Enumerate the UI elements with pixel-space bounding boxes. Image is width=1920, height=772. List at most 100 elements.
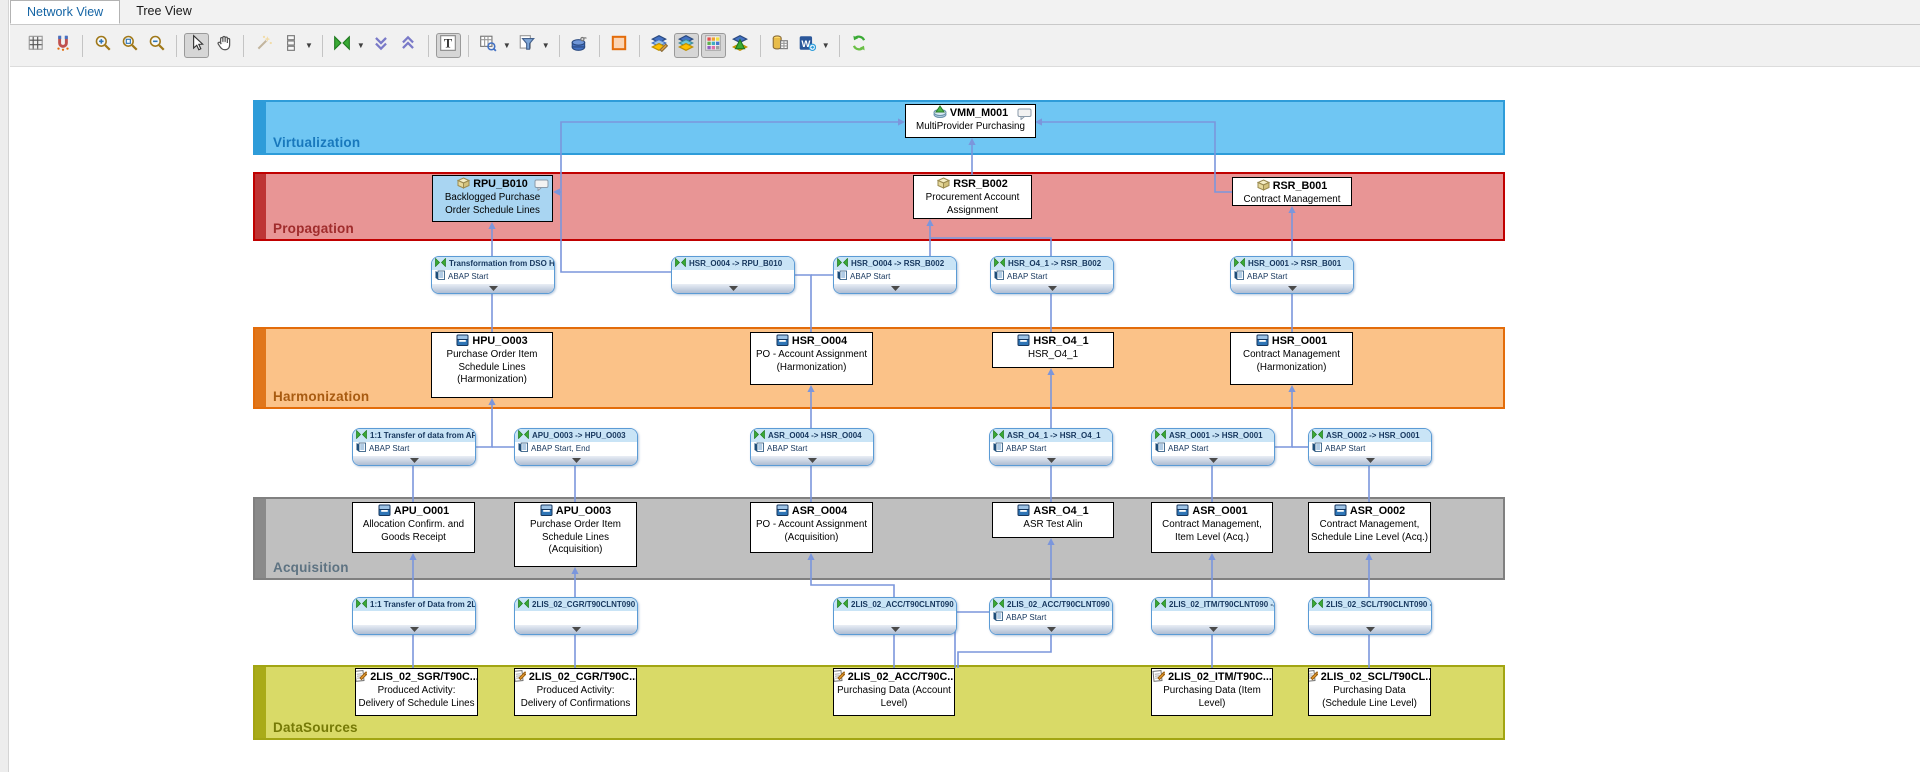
collapse-handle[interactable]	[1309, 456, 1431, 465]
collapse-handle[interactable]	[991, 284, 1113, 293]
tab-tree-view[interactable]: Tree View	[120, 0, 208, 24]
transformation-dropdown-arrow[interactable]: ▼	[357, 41, 365, 50]
node-DS_ACC[interactable]: 2LIS_02_ACC/T90C...Purchasing Data (Acco…	[833, 668, 955, 716]
layers-button[interactable]	[674, 33, 699, 58]
transformation-tr-asr-o001-hsr-o001[interactable]: ASR_O001 -> HSR_O001ABAP Start	[1151, 428, 1275, 466]
node-VMM_M001[interactable]: VMM_M001MultiProvider Purchasing	[905, 104, 1036, 138]
transformation-tr-asr-o004-hsr-o004[interactable]: ASR_O004 -> HSR_O004ABAP Start	[750, 428, 874, 466]
table-search-button[interactable]	[476, 33, 501, 58]
transformation-icon	[837, 599, 848, 610]
transformation-tr-apu-o003-hpu-o003[interactable]: APU_O003 -> HPU_O003ABAP Start, End	[514, 428, 638, 466]
select-cursor-icon	[188, 34, 206, 57]
transformation-icon	[1234, 258, 1245, 269]
node-HSR_O004[interactable]: HSR_O004PO - Account Assignment(Harmoniz…	[750, 332, 873, 385]
transformation-button[interactable]	[330, 33, 355, 58]
comment-icon[interactable]	[534, 179, 549, 196]
node-ASR_O4_1[interactable]: ASR_O4_1ASR Test Alin	[992, 502, 1114, 538]
paint-bucket-button[interactable]	[567, 33, 592, 58]
node-title: HPU_O003	[472, 335, 527, 348]
node-RPU_B010[interactable]: RPU_B010Backlogged PurchaseOrder Schedul…	[432, 175, 553, 222]
filter-button[interactable]	[515, 33, 540, 58]
node-RSR_B002[interactable]: RSR_B002Procurement AccountAssignment	[913, 175, 1032, 219]
node-DS_SGR[interactable]: 2LIS_02_SGR/T90C...Produced Activity:Del…	[355, 668, 478, 716]
magic-wand-button[interactable]	[251, 33, 276, 58]
collapse-handle[interactable]	[1152, 456, 1274, 465]
transformation-tr-hsr-o004-rsr-b002[interactable]: HSR_O004 -> RSR_B002ABAP Start	[833, 256, 957, 294]
select-cursor-button[interactable]	[184, 33, 209, 58]
grid-snap-button[interactable]	[23, 33, 48, 58]
transformation-tr-2lis-scl[interactable]: 2LIS_02_SCL/T90CLNT090 ->...	[1308, 597, 1432, 635]
layout-button[interactable]	[278, 33, 303, 58]
transformation-tr-asr-o002-hsr-o001[interactable]: ASR_O002 -> HSR_O001ABAP Start	[1308, 428, 1432, 466]
collapse-handle[interactable]	[353, 456, 475, 465]
collapse-handle[interactable]	[990, 625, 1112, 634]
transformation-tr-hsr-o004-rpu-b010[interactable]: HSR_O004 -> RPU_B010	[671, 256, 795, 294]
node-DS_CGR[interactable]: 2LIS_02_CGR/T90C...Produced Activity:Del…	[514, 668, 637, 716]
node-RSR_B001[interactable]: RSR_B001Contract Management	[1232, 177, 1352, 206]
node-description-line: Level)	[834, 698, 954, 711]
node-DS_SCL[interactable]: 2LIS_02_SCL/T90CL...Purchasing Data(Sche…	[1308, 668, 1431, 716]
palette-button[interactable]	[701, 33, 726, 58]
layout-dropdown-arrow[interactable]: ▼	[305, 41, 313, 50]
transformation-tr-asr-o4-1-hsr-o4-1[interactable]: ASR_O4_1 -> HSR_O4_1ABAP Start	[989, 428, 1113, 466]
collapse-handle[interactable]	[751, 456, 873, 465]
pan-hand-button[interactable]	[211, 33, 236, 58]
transformation-tr-2lis-transfer[interactable]: 1:1 Transfer of Data from 2LIS...	[352, 597, 476, 635]
node-description-line: (Acquisition)	[515, 544, 636, 557]
transformation-tr-hsr-o001-rsr-b001[interactable]: HSR_O001 -> RSR_B001ABAP Start	[1230, 256, 1354, 294]
zoom-page-button[interactable]	[117, 33, 142, 58]
tab-network-view[interactable]: Network View	[10, 0, 120, 24]
collapse-all-button[interactable]	[369, 33, 394, 58]
collapse-handle[interactable]	[353, 625, 475, 634]
node-title: ASR_O001	[1192, 505, 1247, 518]
node-ASR_O002[interactable]: ASR_O002Contract Management,Schedule Lin…	[1308, 502, 1431, 553]
word-export-button[interactable]: W	[795, 33, 820, 58]
node-HPU_O003[interactable]: HPU_O003Purchase Order ItemSchedule Line…	[431, 332, 553, 398]
node-ASR_O004[interactable]: ASR_O004PO - Account Assignment(Acquisit…	[750, 502, 873, 553]
node-description-line: MultiProvider Purchasing	[906, 121, 1035, 134]
collapse-handle[interactable]	[515, 625, 637, 634]
refresh-button[interactable]	[847, 33, 872, 58]
collapse-handle[interactable]	[1231, 284, 1353, 293]
comment-icon[interactable]	[1017, 108, 1032, 125]
filter-dropdown-arrow[interactable]: ▼	[542, 41, 550, 50]
dso-icon	[1334, 504, 1347, 520]
collapse-handle[interactable]	[1309, 625, 1431, 634]
collapse-handle[interactable]	[1152, 625, 1274, 634]
zoom-out-button[interactable]	[144, 33, 169, 58]
swimlane-button[interactable]	[607, 33, 632, 58]
table-search-dropdown-arrow[interactable]: ▼	[503, 41, 511, 50]
layers-edit-button[interactable]	[647, 33, 672, 58]
db-table-button[interactable]	[768, 33, 793, 58]
palette-icon	[704, 34, 722, 57]
collapse-handle[interactable]	[834, 284, 956, 293]
text-mode-button[interactable]: T	[436, 33, 461, 58]
node-HSR_O4_1[interactable]: HSR_O4_1HSR_O4_1	[992, 332, 1114, 368]
collapse-handle[interactable]	[834, 625, 956, 634]
node-APU_O001[interactable]: APU_O001Allocation Confirm. andGoods Rec…	[352, 502, 475, 553]
transformation-tr-2lis-acc-2[interactable]: 2LIS_02_ACC/T90CLNT090 ->...ABAP Start	[989, 597, 1113, 635]
node-title: 2LIS_02_CGR/T90C...	[529, 671, 637, 684]
node-HSR_O001[interactable]: HSR_O001Contract Management(Harmonizatio…	[1230, 332, 1353, 385]
collapse-handle[interactable]	[515, 456, 637, 465]
layers-green-button[interactable]	[728, 33, 753, 58]
collapse-handle[interactable]	[990, 456, 1112, 465]
transformation-tr-apu-transfer[interactable]: 1:1 Transfer of data from APU...ABAP Sta…	[352, 428, 476, 466]
word-export-dropdown-arrow[interactable]: ▼	[822, 41, 830, 50]
node-ASR_O001[interactable]: ASR_O001Contract Management,Item Level (…	[1151, 502, 1273, 553]
node-DS_ITM[interactable]: 2LIS_02_ITM/T90C...Purchasing Data (Item…	[1151, 668, 1273, 716]
node-APU_O003[interactable]: APU_O003Purchase Order ItemSchedule Line…	[514, 502, 637, 567]
transformation-tr-2lis-acc-1[interactable]: 2LIS_02_ACC/T90CLNT090 ->...	[833, 597, 957, 635]
zoom-in-button[interactable]	[90, 33, 115, 58]
multiprovider-icon	[933, 105, 947, 122]
magnet-button[interactable]	[50, 33, 75, 58]
transformation-tr-hsr-o4-1-rsr-b002[interactable]: HSR_O4_1 -> RSR_B002ABAP Start	[990, 256, 1114, 294]
toolbar-separator	[639, 35, 640, 57]
collapse-handle[interactable]	[432, 284, 554, 293]
expand-all-button[interactable]	[396, 33, 421, 58]
transformation-tr-2lis-itm[interactable]: 2LIS_02_ITM/T90CLNT090 ->...	[1151, 597, 1275, 635]
collapse-handle[interactable]	[672, 284, 794, 293]
transformation-tr-2lis-cgr[interactable]: 2LIS_02_CGR/T90CLNT090 ->...	[514, 597, 638, 635]
transformation-tr-dso-hp-rpu[interactable]: Transformation from DSO HP...ABAP Start	[431, 256, 555, 294]
